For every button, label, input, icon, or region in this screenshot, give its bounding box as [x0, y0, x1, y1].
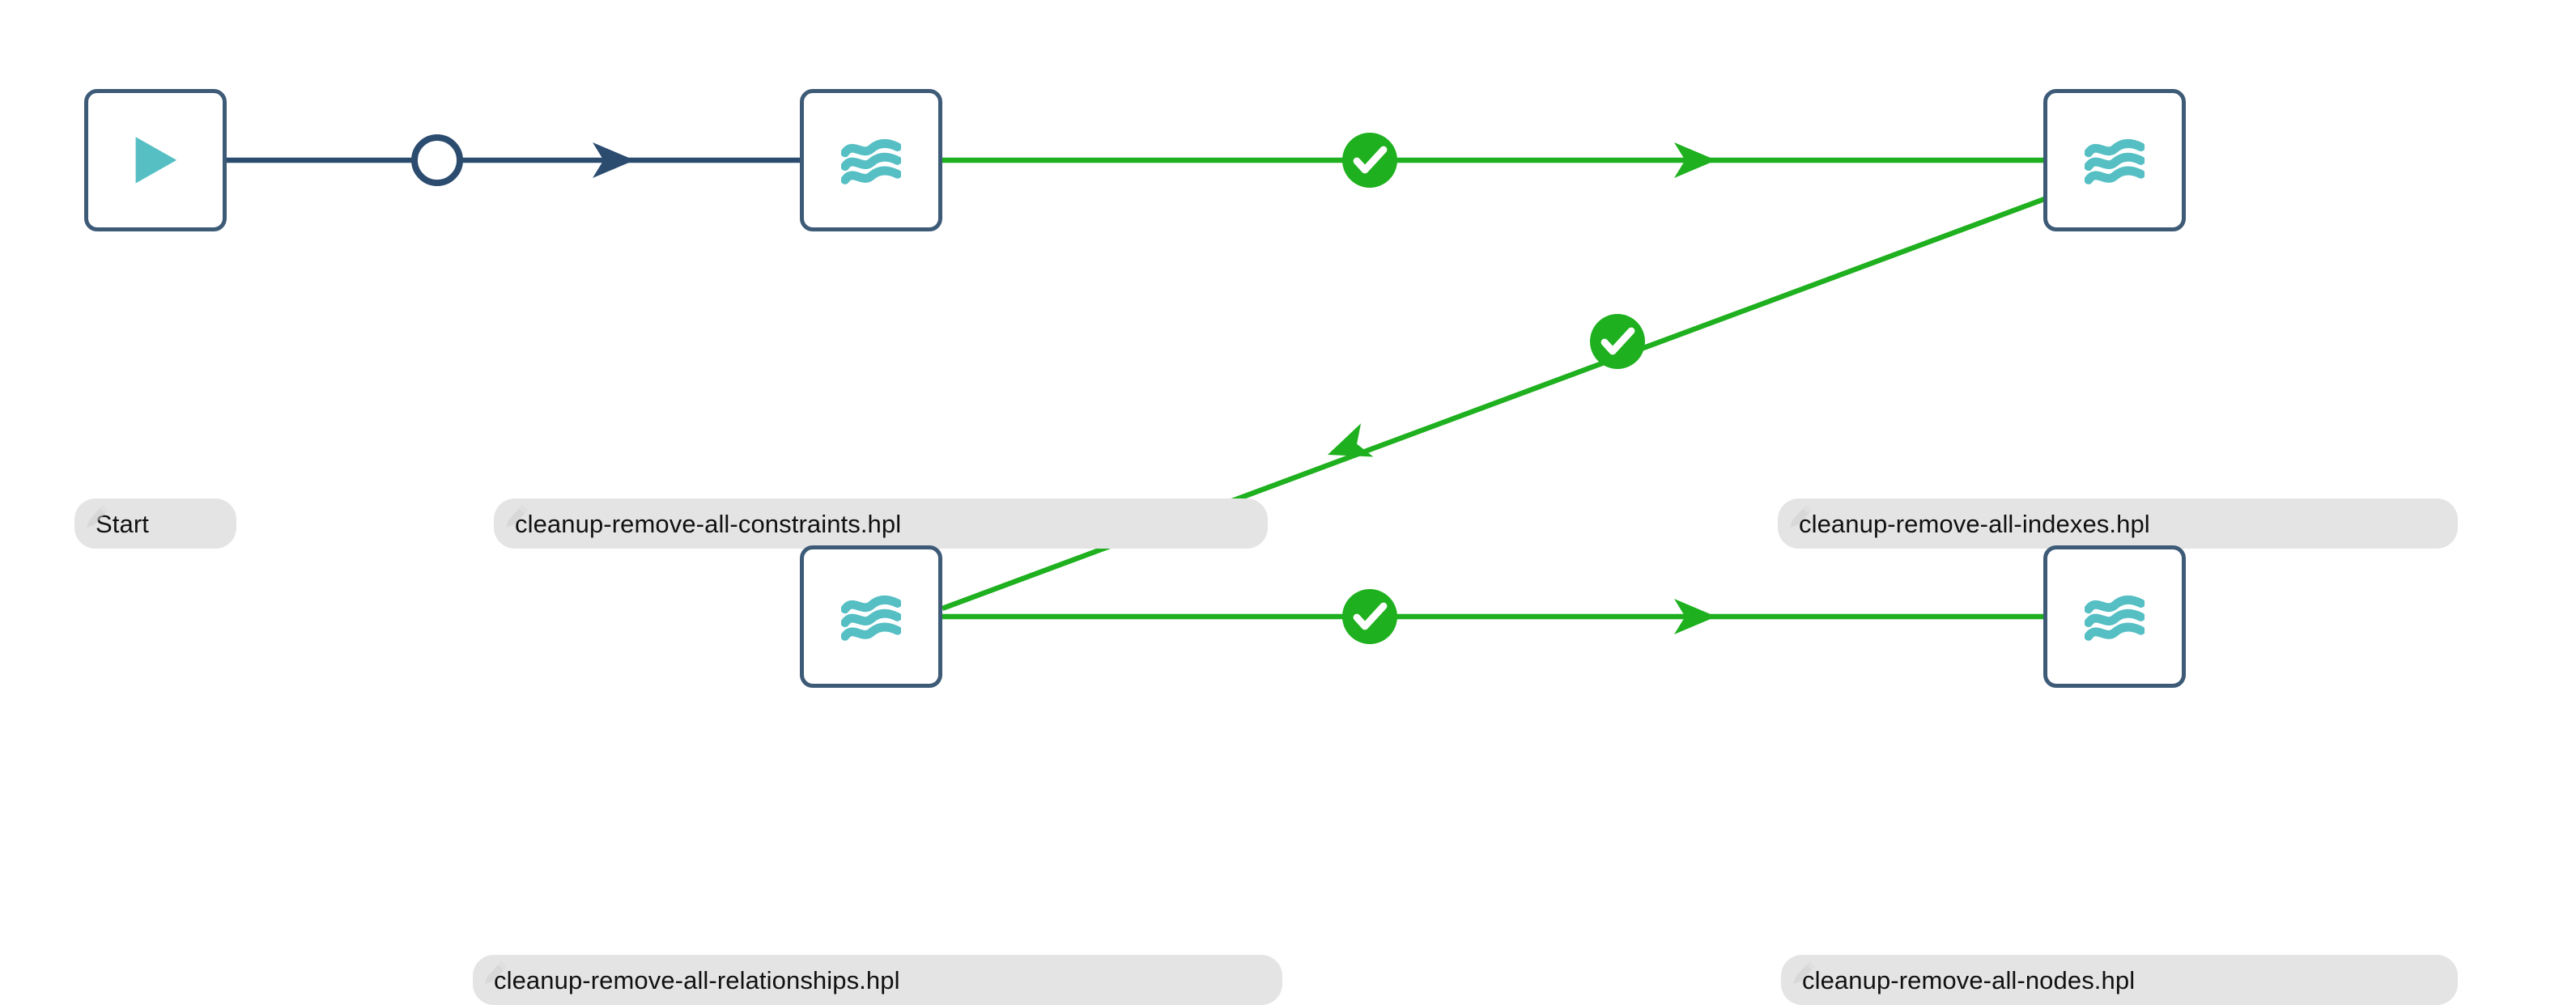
- node-label-constraints[interactable]: cleanup-remove-all-constraints.hpl: [494, 498, 1268, 549]
- node-indexes[interactable]: [2043, 89, 2186, 231]
- node-label-relationships[interactable]: cleanup-remove-all-relationships.hpl: [473, 955, 1282, 1005]
- unconditional-circle-icon[interactable]: [411, 134, 463, 186]
- hop-arrowhead-icon: [1674, 142, 1716, 178]
- hop-arrowhead-icon: [1674, 599, 1716, 634]
- hop-arrowhead-icon: [593, 142, 635, 178]
- hop-layer: [227, 133, 2055, 644]
- success-check-icon[interactable]: [1590, 314, 1645, 369]
- node-label-indexes[interactable]: cleanup-remove-all-indexes.hpl: [1778, 498, 2458, 549]
- pipeline-waves-icon: [840, 138, 902, 184]
- edit-pencil-icon: [485, 961, 507, 984]
- edit-pencil-icon: [1790, 505, 1812, 528]
- node-constraints[interactable]: [800, 89, 942, 231]
- node-label-text: Start: [96, 509, 149, 538]
- pipeline-waves-icon: [840, 595, 902, 641]
- success-check-icon[interactable]: [1342, 589, 1397, 644]
- node-label-text: cleanup-remove-all-relationships.hpl: [494, 965, 900, 994]
- node-start[interactable]: [84, 89, 227, 231]
- hop-arrowhead-icon: [1328, 423, 1374, 457]
- node-label-text: cleanup-remove-all-indexes.hpl: [1799, 509, 2150, 538]
- edit-pencil-icon: [87, 505, 108, 528]
- play-triangle-icon: [135, 137, 177, 184]
- node-nodes[interactable]: [2043, 545, 2186, 688]
- success-check-icon[interactable]: [1342, 133, 1397, 188]
- edit-pencil-icon: [1793, 961, 1815, 984]
- node-label-text: cleanup-remove-all-nodes.hpl: [1802, 965, 2136, 994]
- pipeline-waves-icon: [2084, 595, 2145, 641]
- node-label-text: cleanup-remove-all-constraints.hpl: [515, 509, 902, 538]
- node-label-nodes[interactable]: cleanup-remove-all-nodes.hpl: [1781, 955, 2458, 1005]
- node-label-start[interactable]: Start: [74, 498, 236, 549]
- pipeline-waves-icon: [2084, 138, 2145, 184]
- edit-pencil-icon: [506, 505, 528, 528]
- node-relationships[interactable]: [800, 545, 942, 688]
